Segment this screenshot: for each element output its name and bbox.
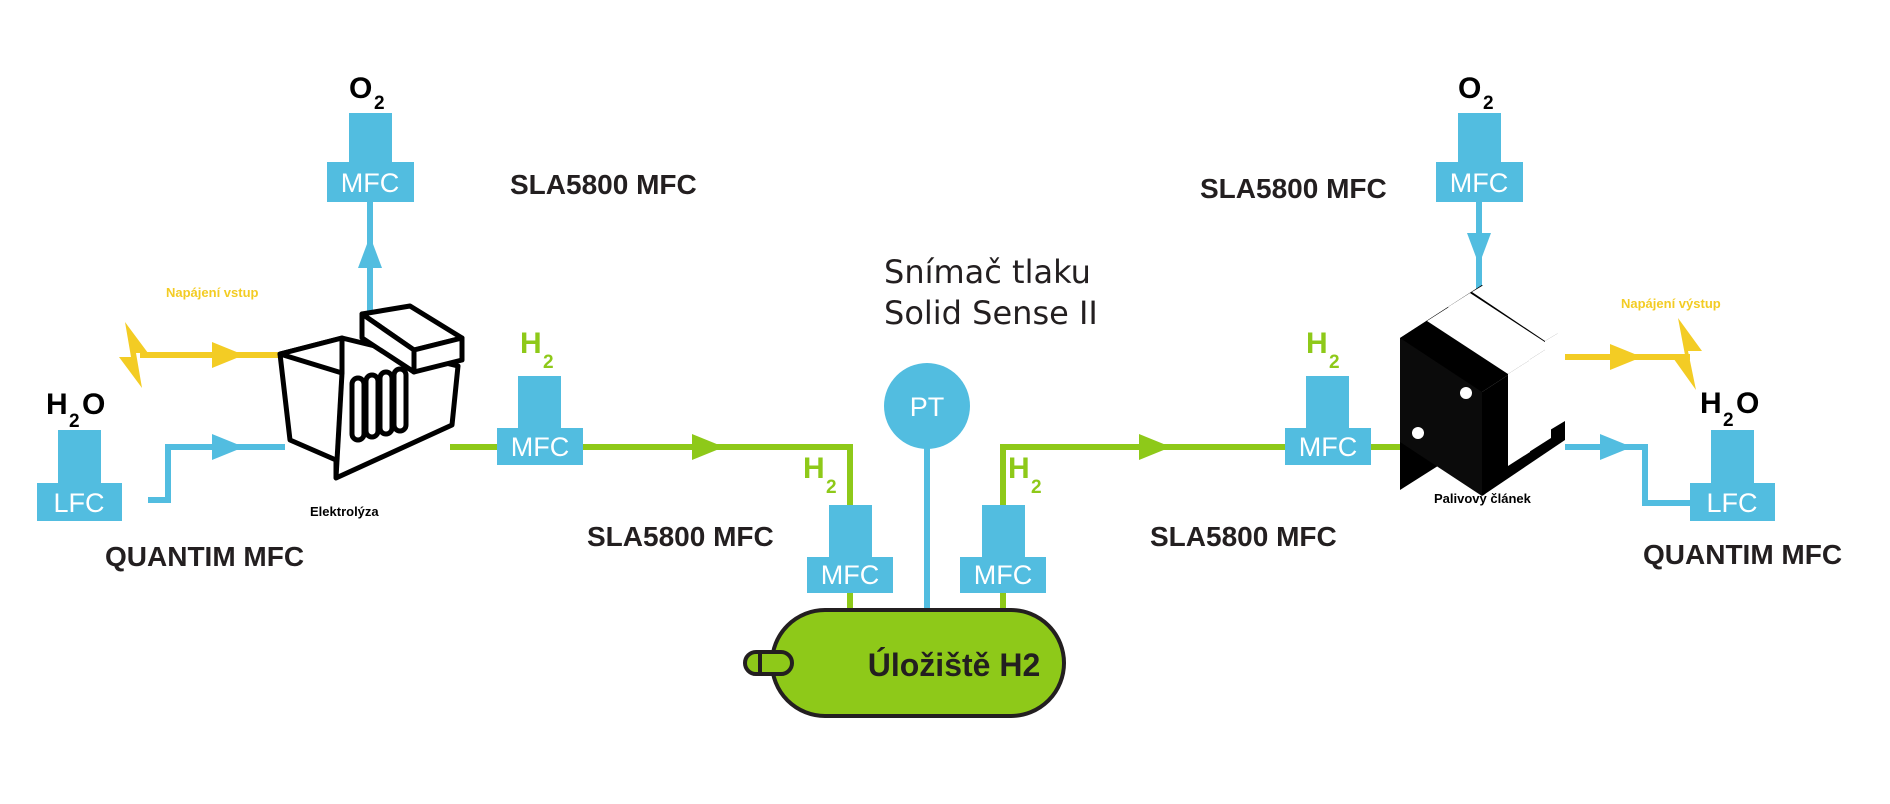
svg-text:H: H [803,452,825,485]
mfc-tank-outlet: MFC [960,505,1046,593]
sla5800-top-left-label: SLA5800 MFC [510,169,697,200]
svg-text:O: O [82,388,105,421]
arrow-icon [1610,344,1642,370]
lightning-icon [119,322,148,388]
svg-text:2: 2 [69,411,80,432]
svg-text:H: H [1008,452,1030,485]
mfc-o2-left: MFC [327,113,414,202]
power-out-label: Napájení výstup [1621,296,1721,311]
h2-storage-tank: Úložiště H2 [743,608,1066,718]
svg-text:2: 2 [374,93,385,114]
svg-text:O: O [1458,72,1481,105]
lightning-icon [1671,318,1702,390]
mfc-label: MFC [341,168,399,198]
pressure-sensor-model: Solid Sense II [884,294,1098,332]
arrow-icon [1467,233,1491,265]
gas-label-h2-electrolyzer: H 2 [520,327,554,373]
svg-text:2: 2 [826,477,837,498]
lfc-label: LFC [1706,488,1757,518]
gas-label-h2o-right: H 2 O [1700,387,1759,431]
mfc-label: MFC [821,560,879,590]
svg-text:O: O [349,72,372,105]
fuel-cell-label: Palivový článek [1434,491,1532,506]
svg-text:O: O [1736,387,1759,420]
mfc-label: MFC [1450,168,1508,198]
electrolyzer-icon [277,303,465,481]
arrow-icon [212,342,244,368]
gas-label-o2-left: O 2 [349,72,385,114]
mfc-o2-right: MFC [1436,113,1523,202]
pressure-transmitter: PT [884,363,970,449]
fuel-cell-icon [1400,280,1565,496]
mfc-label: MFC [511,432,569,462]
mfc-tank-inlet: MFC [807,505,893,593]
lfc-right: LFC [1690,430,1775,521]
svg-text:2: 2 [1329,352,1340,373]
gas-label-h2-fuelcell: H 2 [1306,327,1340,373]
quantim-right-label: QUANTIM MFC [1643,539,1842,570]
gas-label-h2-tank-in: H 2 [803,452,837,498]
lfc-left: LFC [37,430,122,521]
sla5800-top-right-label: SLA5800 MFC [1200,173,1387,204]
svg-text:H: H [1700,387,1722,420]
svg-text:2: 2 [1031,477,1042,498]
mfc-h2-electrolyzer: MFC [497,376,583,465]
lfc-label: LFC [53,488,104,518]
svg-text:H: H [520,327,542,360]
arrow-icon [1139,434,1171,460]
gas-label-h2o-left: H 2 O [46,388,105,432]
gas-label-h2-tank-out: H 2 [1008,452,1042,498]
water-right-pipe [1565,444,1700,506]
svg-text:2: 2 [543,352,554,373]
quantim-left-label: QUANTIM MFC [105,541,304,572]
mfc-label: MFC [1299,432,1357,462]
mfc-label: MFC [974,560,1032,590]
arrow-icon [692,434,724,460]
svg-text:2: 2 [1483,93,1494,114]
power-in-label: Napájení vstup [166,285,259,300]
arrow-icon [212,434,244,460]
pressure-sensor-title: Snímač tlaku [884,253,1091,291]
svg-text:2: 2 [1723,410,1734,431]
mfc-h2-fuelcell: MFC [1285,376,1371,465]
arrow-icon [358,236,382,268]
arrow-icon [1600,434,1632,460]
pt-label: PT [910,392,945,422]
tank-label: Úložiště H2 [868,647,1040,683]
gas-label-o2-right: O 2 [1458,72,1494,114]
svg-text:H: H [1306,327,1328,360]
svg-text:H: H [46,388,68,421]
sla5800-mid-right-label: SLA5800 MFC [1150,521,1337,552]
sla5800-mid-left-label: SLA5800 MFC [587,521,774,552]
electrolyzer-label: Elektrolýza [310,504,379,519]
